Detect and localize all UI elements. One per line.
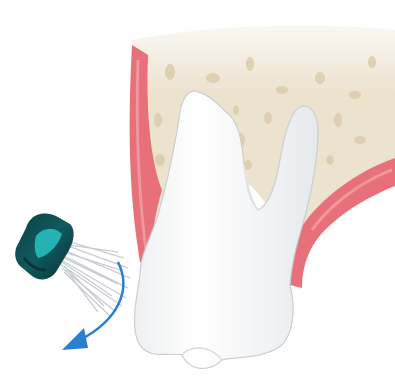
toothbrush-icon — [15, 213, 130, 316]
